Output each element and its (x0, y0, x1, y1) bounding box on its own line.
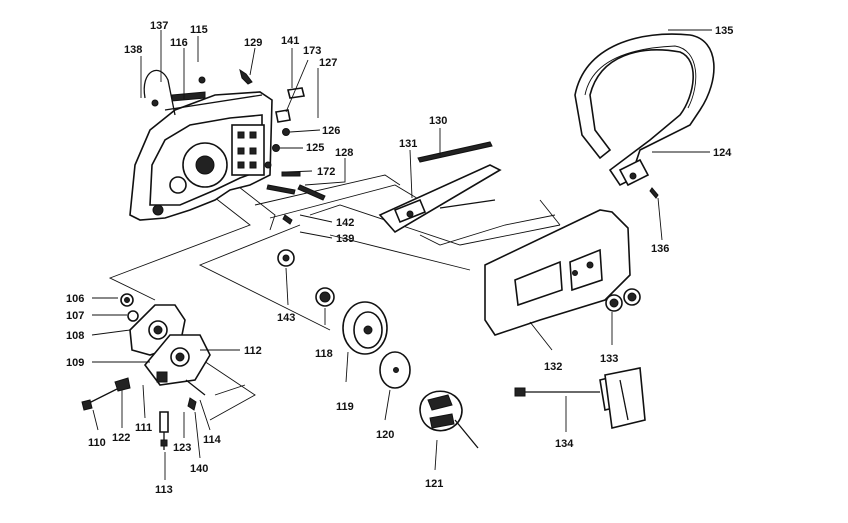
callout-111: 111 (135, 422, 152, 434)
clutch-part (419, 390, 479, 449)
callout-128: 128 (335, 147, 353, 159)
callout-121: 121 (425, 478, 443, 490)
clutch-drum-part (342, 301, 388, 355)
front-handle-part (574, 33, 715, 199)
callout-133: 133 (600, 353, 618, 365)
callout-138: 138 (124, 44, 142, 56)
callout-125: 125 (306, 142, 324, 154)
callout-139: 139 (336, 233, 354, 245)
callout-126: 126 (322, 125, 340, 137)
callout-114: 114 (203, 434, 222, 446)
callout-109: 109 (66, 357, 84, 369)
callout-113: 113 (155, 484, 173, 496)
callout-131: 131 (399, 138, 417, 150)
bearing-part (315, 287, 335, 307)
side-cover-part (484, 209, 631, 336)
callout-142: 142 (336, 217, 354, 229)
leader-lines (91, 29, 712, 480)
adjusting-screw-part (81, 377, 131, 411)
disc-part (379, 351, 411, 389)
callout-122: 122 (112, 432, 130, 444)
callout-107: 107 (66, 310, 84, 322)
callout-110: 110 (88, 437, 106, 449)
callout-140: 140 (190, 463, 208, 475)
oil-pump-part (120, 293, 211, 386)
callout-118: 118 (315, 348, 333, 360)
wire-spring-part (143, 69, 206, 116)
bolt-part (159, 411, 169, 450)
callout-112: 112 (244, 345, 262, 357)
washer-part (277, 249, 295, 267)
callout-120: 120 (376, 429, 394, 441)
callout-124: 124 (713, 147, 732, 159)
callout-129: 129 (244, 37, 262, 49)
callout-108: 108 (66, 330, 84, 342)
callout-127: 127 (319, 57, 337, 69)
callout-143: 143 (277, 312, 295, 324)
callout-116: 116 (170, 37, 188, 49)
combination-wrench-part (514, 367, 646, 429)
callout-106: 106 (66, 293, 84, 305)
callout-115: 115 (190, 24, 208, 36)
callout-132: 132 (544, 361, 562, 373)
callout-134: 134 (555, 438, 574, 450)
callout-135: 135 (715, 25, 733, 37)
callout-172: 172 (317, 166, 335, 178)
callout-123: 123 (173, 442, 191, 454)
assembly-guide-lines (108, 174, 561, 421)
callout-141: 141 (281, 35, 299, 47)
small-screws (151, 68, 326, 225)
callout-labels: 137 115 116 138 129 141 173 127 126 125 … (66, 20, 733, 496)
callout-137: 137 (150, 20, 168, 32)
clutch-housing-part (129, 91, 273, 221)
callout-130: 130 (429, 115, 447, 127)
nuts-part (605, 288, 641, 312)
pin-part (185, 379, 206, 411)
callout-173: 173 (303, 45, 321, 57)
callout-136: 136 (651, 243, 669, 255)
callout-119: 119 (336, 401, 354, 413)
adjuster-bar-part (378, 141, 502, 234)
